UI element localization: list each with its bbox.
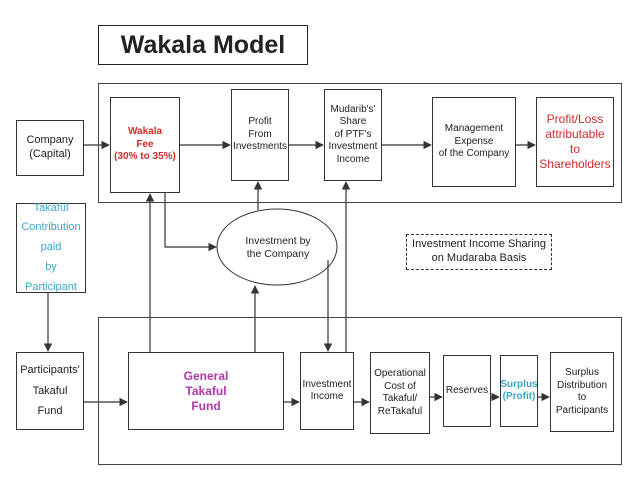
surplus-distribution-box: Surplus Distribution to Participants xyxy=(550,352,614,432)
surplus-profit-box: Surplus (Profit) xyxy=(500,355,538,427)
participants-takaful-fund-box: Participants' Takaful Fund xyxy=(16,352,84,430)
mudaribs-share-box: Mudarib's' Share of PTF's Investment Inc… xyxy=(324,89,382,181)
operational-cost-box: Operational Cost of Takaful/ ReTakaful xyxy=(370,352,430,434)
investment-by-company-label: Investment by the Company xyxy=(245,234,311,260)
profit-loss-shareholders-box: Profit/Loss attributable to Shareholders xyxy=(536,97,614,187)
investment-income-box: Investment Income xyxy=(300,352,354,430)
takaful-contribution-box: Takaful Contribution paid by Participant xyxy=(16,202,86,293)
diagram-title: Wakala Model xyxy=(98,25,308,65)
wakala-fee-box: Wakala Fee (30% to 35%) xyxy=(110,97,180,193)
investment-by-company-ellipse xyxy=(216,208,338,286)
arrow-wakala-to-investment xyxy=(164,193,217,252)
investment-income-sharing-box: Investment Income Sharing on Mudaraba Ba… xyxy=(406,234,552,270)
participants-fund-frame xyxy=(98,317,622,465)
reserves-box: Reserves xyxy=(443,355,491,427)
shareholders-fund-frame xyxy=(98,83,622,203)
company-capital-box: Company (Capital) xyxy=(16,120,84,176)
management-expense-box: Management Expense of the Company xyxy=(432,97,516,187)
general-takaful-fund-box: General Takaful Fund xyxy=(128,352,284,430)
profit-from-investments-box: Profit From Investments xyxy=(231,89,289,181)
